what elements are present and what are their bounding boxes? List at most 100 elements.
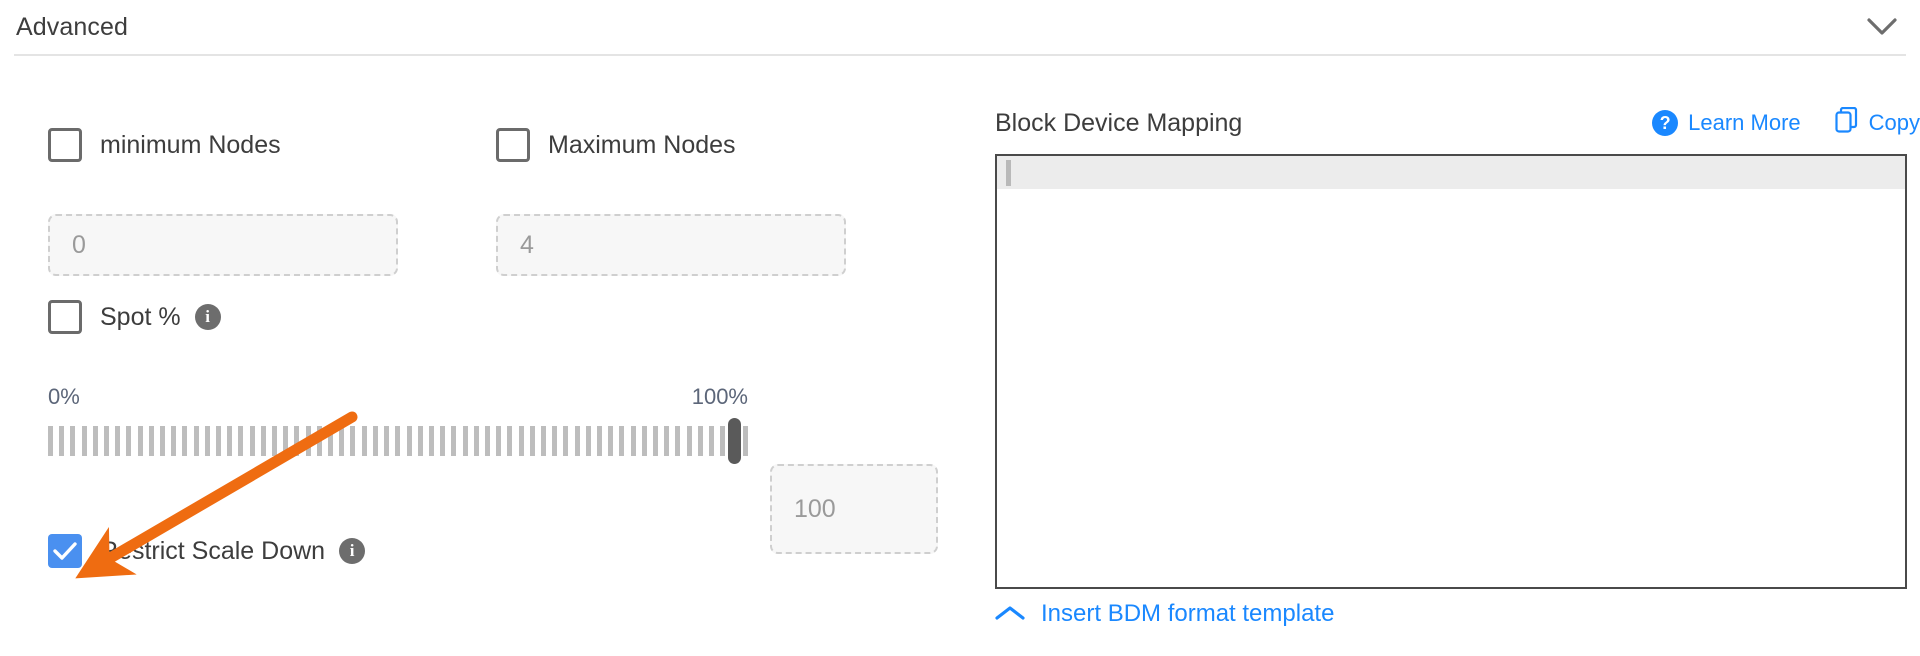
slider-tick — [182, 426, 188, 456]
slider-tick — [496, 426, 502, 456]
minimum-nodes-label: minimum Nodes — [100, 130, 281, 159]
slider-tick — [115, 426, 121, 456]
slider-tick — [596, 426, 602, 456]
slider-tick — [204, 426, 210, 456]
insert-bdm-format-template-link[interactable]: Insert BDM format template — [995, 600, 1334, 628]
slider-tick — [462, 426, 468, 456]
slider-tick — [697, 426, 703, 456]
slider-tick — [664, 426, 670, 456]
slider-tick — [305, 426, 311, 456]
slider-tick — [406, 426, 412, 456]
slider-tick — [708, 426, 714, 456]
slider-tick — [440, 426, 446, 456]
chevron-up-icon — [995, 600, 1025, 628]
slider-tick — [395, 426, 401, 456]
block-device-mapping-title: Block Device Mapping — [995, 108, 1243, 137]
slider-tick — [216, 426, 222, 456]
minimum-nodes-input[interactable]: 0 — [48, 214, 398, 276]
slider-tick — [574, 426, 580, 456]
slider-tick — [428, 426, 434, 456]
spot-percent-value-input[interactable]: 100 — [770, 464, 938, 554]
maximum-nodes-checkbox[interactable] — [496, 128, 530, 162]
slider-tick — [484, 426, 490, 456]
slider-tick — [227, 426, 233, 456]
slider-tick — [641, 426, 647, 456]
maximum-nodes-row: Maximum Nodes — [496, 128, 736, 162]
slider-tick — [193, 426, 199, 456]
slider-tick — [283, 426, 289, 456]
slider-tick — [518, 426, 524, 456]
slider-tick — [81, 426, 87, 456]
slider-tick — [630, 426, 636, 456]
slider-thumb[interactable] — [728, 418, 741, 464]
slider-tick — [294, 426, 300, 456]
header-divider — [14, 54, 1906, 56]
restrict-scale-down-checkbox[interactable] — [48, 534, 82, 568]
slider-max-label: 100% — [691, 384, 748, 409]
slider-tick — [720, 426, 726, 456]
slider-tick — [675, 426, 681, 456]
slider-tick — [59, 426, 65, 456]
slider-tick — [316, 426, 322, 456]
page-title: Advanced — [16, 12, 128, 41]
spot-percent-checkbox[interactable] — [48, 300, 82, 334]
restrict-scale-down-row: Restrict Scale Down i — [48, 534, 366, 568]
slider-tick — [339, 426, 345, 456]
copy-button[interactable]: Copy — [1835, 106, 1920, 139]
slider-tick — [608, 426, 614, 456]
spot-percent-label: Spot % — [100, 302, 181, 331]
info-icon[interactable]: i — [339, 538, 366, 564]
slider-tick — [507, 426, 513, 456]
block-device-mapping-actions: ? Learn More Copy — [1652, 106, 1920, 139]
slider-tick — [529, 426, 535, 456]
slider-ticks — [48, 426, 748, 456]
slider-tick — [249, 426, 255, 456]
slider-tick — [272, 426, 278, 456]
slider-tick — [451, 426, 457, 456]
editor-caret — [1006, 160, 1011, 186]
slider-tick — [238, 426, 244, 456]
left-column: minimum Nodes 0 Maximum Nodes 4 Spot % i… — [0, 54, 960, 656]
editor-active-line — [997, 156, 1905, 189]
slider-tick — [328, 426, 334, 456]
slider-tick — [160, 426, 166, 456]
slider-tick — [473, 426, 479, 456]
slider-tick — [148, 426, 154, 456]
slider-tick — [361, 426, 367, 456]
block-device-mapping-header: Block Device Mapping ? Learn More Copy — [995, 106, 1920, 140]
slider-tick — [171, 426, 177, 456]
slider-tick — [137, 426, 143, 456]
slider-tick — [417, 426, 423, 456]
copy-icon — [1835, 106, 1859, 139]
minimum-nodes-checkbox[interactable] — [48, 128, 82, 162]
slider-tick — [742, 426, 748, 456]
learn-more-label: Learn More — [1688, 110, 1801, 135]
slider-tick — [372, 426, 378, 456]
restrict-scale-down-label: Restrict Scale Down — [100, 536, 326, 565]
slider-tick — [126, 426, 132, 456]
slider-tick — [652, 426, 658, 456]
slider-tick — [92, 426, 98, 456]
slider-track[interactable] — [48, 418, 748, 464]
slider-tick — [70, 426, 76, 456]
block-device-mapping-editor[interactable] — [995, 154, 1907, 589]
slider-tick — [350, 426, 356, 456]
section-header: Advanced — [0, 0, 1920, 54]
slider-tick — [540, 426, 546, 456]
spot-percent-slider[interactable]: 0% 100% — [48, 384, 748, 464]
insert-bdm-format-template-label: Insert BDM format template — [1041, 600, 1335, 627]
question-mark-circle-icon: ? — [1652, 110, 1679, 136]
slider-tick — [260, 426, 266, 456]
minimum-nodes-row: minimum Nodes — [48, 128, 281, 162]
slider-tick — [563, 426, 569, 456]
copy-label: Copy — [1868, 110, 1920, 135]
maximum-nodes-label: Maximum Nodes — [548, 130, 736, 159]
spot-percent-row: Spot % i — [48, 300, 221, 334]
info-icon[interactable]: i — [194, 304, 221, 330]
slider-tick — [552, 426, 558, 456]
chevron-down-icon[interactable] — [1862, 7, 1902, 47]
maximum-nodes-input[interactable]: 4 — [496, 214, 846, 276]
learn-more-link[interactable]: ? Learn More — [1652, 110, 1801, 136]
slider-endpoint-labels: 0% 100% — [48, 384, 748, 414]
